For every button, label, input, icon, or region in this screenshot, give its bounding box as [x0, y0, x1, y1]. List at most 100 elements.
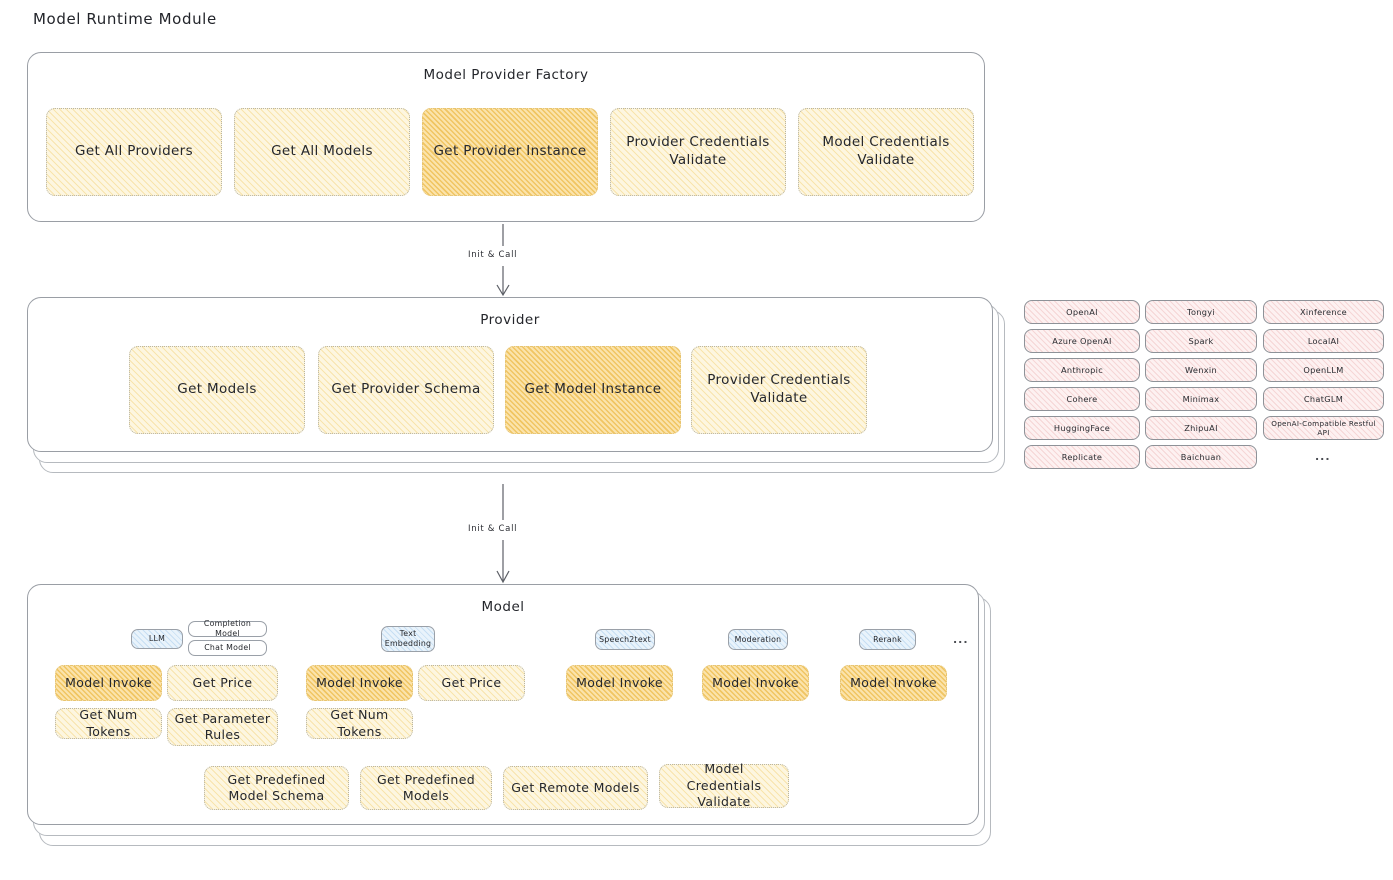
- model-type-sub-label: Chat Model: [204, 643, 251, 653]
- model-type-label: LLM: [148, 634, 166, 644]
- model-type-label: Moderation: [734, 634, 782, 644]
- factory-item-model-credentials-validate[interactable]: Model Credentials Validate: [798, 108, 974, 196]
- model-fn-model-invoke[interactable]: Model Invoke: [566, 665, 673, 701]
- arrow-icon: [496, 224, 510, 297]
- model-card: Model LLM Completion Model Chat Model Te…: [27, 584, 979, 825]
- model-fn-label: Model Invoke: [576, 674, 663, 690]
- model-shared-model-credentials-validate[interactable]: Model Credentials Validate: [659, 761, 789, 810]
- provider-pill-label: Spark: [1188, 336, 1214, 346]
- model-type-sub-label: Completion Model: [203, 619, 252, 638]
- provider-pill-baichuan[interactable]: Baichuan: [1145, 445, 1257, 469]
- model-fn-label: Model Invoke: [712, 674, 799, 690]
- model-fn-label: Get Price: [441, 674, 502, 690]
- model-shared-get-predefined-model-schema[interactable]: Get Predefined Model Schema: [204, 766, 349, 810]
- provider-pill-label: ZhipuAI: [1184, 423, 1218, 433]
- provider-pill-zhipuai[interactable]: ZhipuAI: [1145, 416, 1257, 440]
- factory-item-label: Provider Credentials Validate: [626, 134, 770, 168]
- model-fn-model-invoke[interactable]: Model Invoke: [840, 665, 947, 701]
- model-shared-label: Model Credentials Validate: [686, 761, 762, 810]
- arrow-factory-to-provider: Init & Call: [460, 224, 580, 298]
- provider-pill-label: Cohere: [1066, 394, 1098, 404]
- arrow-label: Init & Call: [468, 524, 518, 534]
- model-fn-get-num-tokens[interactable]: Get Num Tokens: [55, 707, 162, 739]
- model-type-sub-chat-model[interactable]: Chat Model: [188, 640, 267, 656]
- model-type-badge-text-embedding[interactable]: Text Embedding: [381, 626, 435, 652]
- factory-item-label: Get All Models: [271, 143, 373, 160]
- provider-list-more: ...: [1315, 450, 1331, 463]
- arrow-icon: [496, 484, 510, 584]
- provider-pill-label: ChatGLM: [1303, 394, 1344, 404]
- model-shared-get-predefined-models[interactable]: Get Predefined Models: [360, 766, 492, 810]
- provider-pill-label: OpenAI-Compatible Restful API: [1271, 419, 1376, 437]
- model-type-badge-rerank[interactable]: Rerank: [859, 629, 916, 650]
- provider-pill-replicate[interactable]: Replicate: [1024, 445, 1140, 469]
- model-type-label: Speech2text: [599, 634, 651, 644]
- provider-pill-tongyi[interactable]: Tongyi: [1145, 300, 1257, 324]
- provider-pill-anthropic[interactable]: Anthropic: [1024, 358, 1140, 382]
- provider-pill-wenxin[interactable]: Wenxin: [1145, 358, 1257, 382]
- factory-item-label: Model Credentials Validate: [822, 134, 950, 168]
- model-title: Model: [481, 599, 525, 615]
- page-title: Model Runtime Module: [33, 10, 217, 28]
- model-fn-get-num-tokens[interactable]: Get Num Tokens: [306, 707, 413, 739]
- model-shared-label: Get Predefined Models: [376, 771, 476, 804]
- model-fn-label: Get Price: [192, 674, 253, 690]
- provider-pill-label: Minimax: [1182, 394, 1220, 404]
- provider-item-label: Get Models: [177, 381, 257, 398]
- provider-pill-minimax[interactable]: Minimax: [1145, 387, 1257, 411]
- provider-pill-huggingface[interactable]: HuggingFace: [1024, 416, 1140, 440]
- provider-pill-label: HuggingFace: [1053, 423, 1111, 433]
- provider-pill-spark[interactable]: Spark: [1145, 329, 1257, 353]
- model-type-sub-completion-model[interactable]: Completion Model: [188, 619, 267, 638]
- factory-item-get-provider-instance[interactable]: Get Provider Instance: [422, 108, 598, 196]
- provider-item-label: Get Provider Schema: [331, 381, 481, 398]
- model-fn-model-invoke[interactable]: Model Invoke: [306, 665, 413, 701]
- model-fn-label: Get Num Tokens: [330, 707, 389, 739]
- provider-item-get-model-instance[interactable]: Get Model Instance: [505, 346, 681, 434]
- model-type-badge-llm[interactable]: LLM: [131, 629, 183, 649]
- model-fn-label: Get Num Tokens: [79, 707, 138, 739]
- model-fn-model-invoke[interactable]: Model Invoke: [55, 665, 162, 701]
- factory-item-label: Get Provider Instance: [433, 143, 587, 160]
- model-fn-label: Model Invoke: [850, 674, 937, 690]
- provider-item-label: Get Model Instance: [524, 381, 662, 398]
- provider-pill-label: LocalAI: [1307, 336, 1340, 346]
- provider-pill-cohere[interactable]: Cohere: [1024, 387, 1140, 411]
- provider-pill-label: Tongyi: [1187, 307, 1215, 317]
- provider-item-get-provider-schema[interactable]: Get Provider Schema: [318, 346, 494, 434]
- factory-item-get-all-models[interactable]: Get All Models: [234, 108, 410, 196]
- arrow-provider-to-model: Init & Call: [460, 484, 580, 584]
- model-type-label: Rerank: [873, 634, 902, 644]
- provider-pill-openai-compatible-restful-api[interactable]: OpenAI-Compatible Restful API: [1263, 416, 1384, 440]
- provider-pill-label: Baichuan: [1180, 452, 1222, 462]
- provider-pill-localai[interactable]: LocalAI: [1263, 329, 1384, 353]
- model-fn-get-price[interactable]: Get Price: [167, 665, 278, 701]
- model-type-badge-moderation[interactable]: Moderation: [728, 629, 788, 650]
- provider-list: OpenAI Azure OpenAI Anthropic Cohere Hug…: [1024, 300, 1384, 480]
- model-shared-get-remote-models[interactable]: Get Remote Models: [503, 766, 648, 810]
- model-fn-label: Model Invoke: [65, 674, 152, 690]
- provider-item-label: Provider Credentials Validate: [707, 372, 851, 406]
- provider-pill-openai[interactable]: OpenAI: [1024, 300, 1140, 324]
- model-provider-factory-title: Model Provider Factory: [423, 67, 589, 83]
- provider-pill-azure-openai[interactable]: Azure OpenAI: [1024, 329, 1140, 353]
- provider-pill-xinference[interactable]: Xinference: [1263, 300, 1384, 324]
- provider-pill-label: Anthropic: [1060, 365, 1104, 375]
- model-type-label: Text Embedding: [384, 629, 432, 648]
- factory-item-provider-credentials-validate[interactable]: Provider Credentials Validate: [610, 108, 786, 196]
- provider-pill-openllm[interactable]: OpenLLM: [1263, 358, 1384, 382]
- model-shared-label: Get Remote Models: [511, 779, 640, 795]
- provider-pill-chatglm[interactable]: ChatGLM: [1263, 387, 1384, 411]
- model-fn-model-invoke[interactable]: Model Invoke: [702, 665, 809, 701]
- model-fn-get-parameter-rules[interactable]: Get Parameter Rules: [167, 708, 278, 746]
- factory-item-label: Get All Providers: [75, 143, 193, 160]
- provider-pill-label: Wenxin: [1185, 365, 1217, 375]
- model-type-badge-speech2text[interactable]: Speech2text: [595, 629, 655, 650]
- provider-pill-label: Azure OpenAI: [1052, 336, 1112, 346]
- factory-item-get-all-providers[interactable]: Get All Providers: [46, 108, 222, 196]
- provider-pill-label: Xinference: [1300, 307, 1347, 317]
- provider-item-provider-credentials-validate[interactable]: Provider Credentials Validate: [691, 346, 867, 434]
- model-fn-get-price[interactable]: Get Price: [418, 665, 525, 701]
- provider-item-get-models[interactable]: Get Models: [129, 346, 305, 434]
- model-types-more: ...: [953, 633, 969, 646]
